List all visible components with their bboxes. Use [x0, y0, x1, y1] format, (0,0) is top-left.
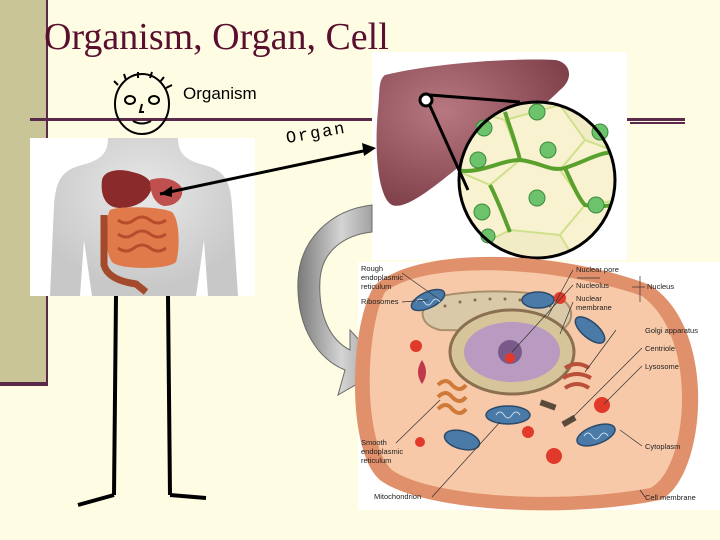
- organ-pointer-arrow: [159, 143, 376, 197]
- label-smooth-er-3: reticulum: [361, 456, 391, 465]
- label-rough-er-3: reticulum: [361, 282, 391, 291]
- label-rough-er-2: endoplasmic: [361, 273, 403, 282]
- label-lysosome: Lysosome: [645, 362, 679, 371]
- label-ribosomes: Ribosomes: [361, 297, 399, 306]
- title-underline-right: [630, 122, 685, 124]
- left-decor-bar-foot: [0, 382, 48, 386]
- label-nuclear-membrane-2: membrane: [576, 303, 612, 312]
- label-nuclear-membrane-1: Nuclear: [576, 294, 602, 303]
- label-centriole: Centriole: [645, 344, 675, 353]
- organism-label: Organism: [183, 84, 257, 103]
- label-cytoplasm: Cytoplasm: [645, 442, 680, 451]
- human-body-illustration: [30, 138, 255, 296]
- label-cell-membrane: Cell membrane: [645, 493, 696, 502]
- label-golgi: Golgi apparatus: [645, 326, 698, 335]
- title-underline: [30, 118, 685, 121]
- zoom-connector-lines: [418, 92, 521, 191]
- label-mitochondrion: Mitochondrion: [374, 492, 421, 501]
- label-nuclear-pore: Nuclear pore: [576, 265, 619, 274]
- animal-cell-diagram: Rough endoplasmic reticulum Ribosomes Sm…: [355, 256, 720, 511]
- slide-title: Organism, Organ, Cell: [44, 16, 389, 58]
- label-rough-er-1: Rough: [361, 264, 383, 273]
- label-smooth-er-2: endoplasmic: [361, 447, 403, 456]
- label-nucleus: Nucleus: [647, 282, 674, 291]
- label-smooth-er-1: Smooth: [361, 438, 387, 447]
- stick-figure-body: [77, 295, 207, 507]
- label-nucleolus: Nucleolus: [576, 281, 609, 290]
- stick-figure-head: [113, 71, 173, 135]
